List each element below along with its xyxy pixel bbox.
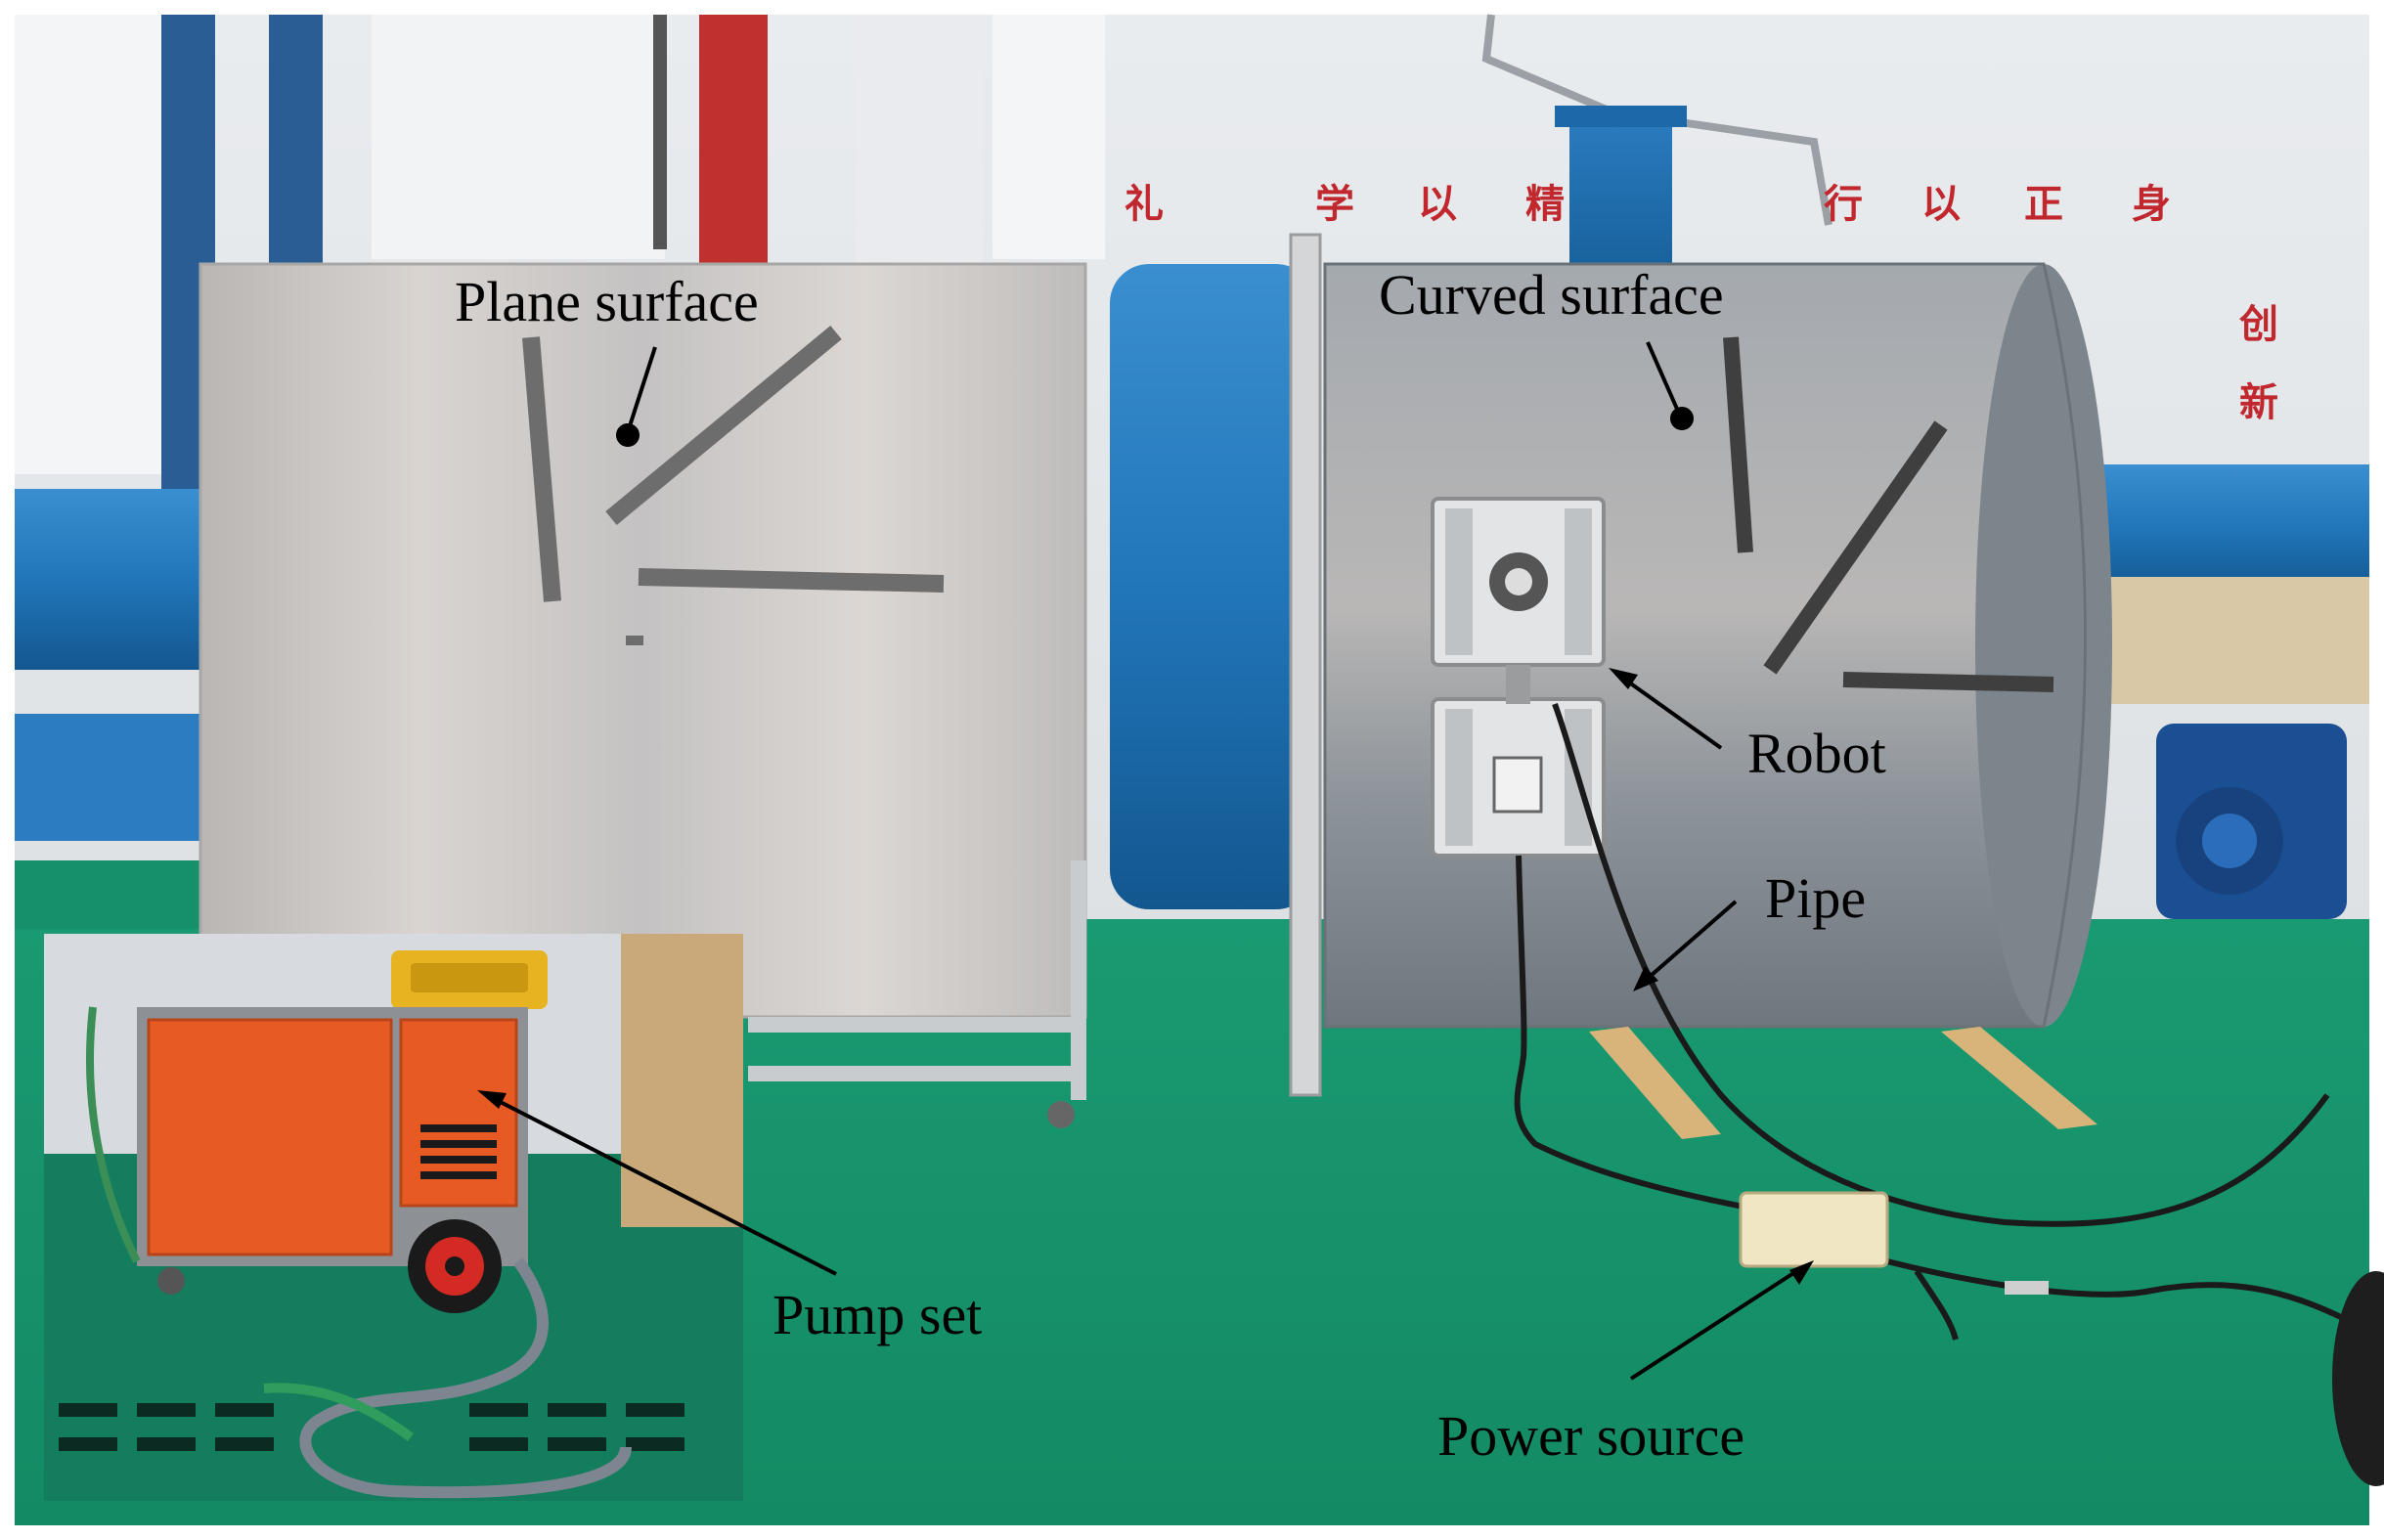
sign-char: 礼: [1125, 182, 1164, 227]
pipe-label: Pipe: [1765, 866, 1867, 930]
sign-char: 行: [1824, 182, 1863, 227]
defect-tape: [522, 336, 561, 602]
sign-char: 以: [1418, 182, 1457, 227]
robot-label: Robot: [1747, 722, 1886, 785]
defect-tape: [1842, 672, 2054, 692]
annotation-pointers: [477, 341, 1814, 1381]
power-source-box: [1739, 1191, 1889, 1268]
defect-tape: [605, 326, 842, 525]
sign-char: 学: [1315, 182, 1354, 227]
defect-tape: [638, 568, 945, 593]
sign-char: 正: [2024, 182, 2063, 227]
power-source-label: Power source: [1437, 1404, 1745, 1468]
defect-tape: [1723, 336, 1753, 553]
sign-char: 新: [2239, 380, 2278, 425]
sign-char: 身: [2132, 182, 2171, 227]
wall-sign: 礼 学 以 精 行 以 正 身 创 新: [1125, 182, 2278, 425]
robot: [1431, 497, 1606, 858]
defect-tape: [1763, 420, 1948, 675]
plane-surface-label: Plane surface: [455, 270, 759, 333]
pump-set-inset: [44, 934, 743, 1501]
cables: [1514, 702, 2349, 1341]
sign-char: 创: [2239, 302, 2278, 347]
pump-set-label: Pump set: [773, 1283, 983, 1346]
sign-char: 以: [1921, 182, 1961, 227]
curved-surface-label: Curved surface: [1379, 263, 1724, 327]
sign-char: 精: [1525, 182, 1565, 227]
